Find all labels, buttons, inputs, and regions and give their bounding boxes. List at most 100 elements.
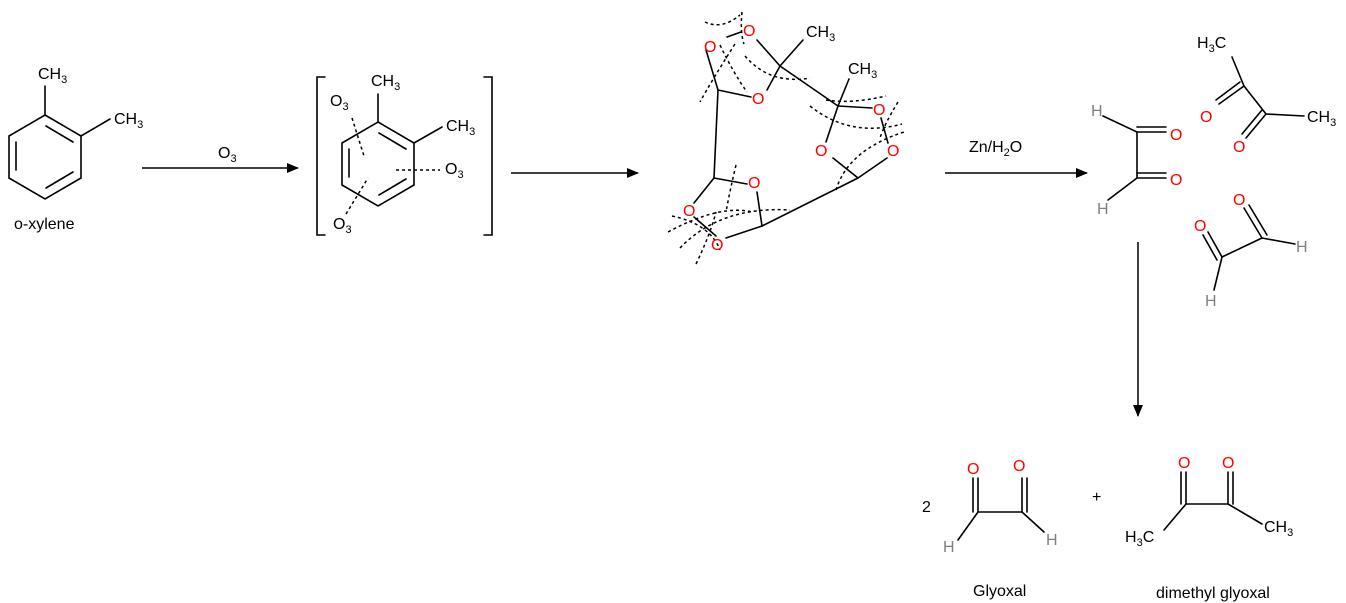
glyoxal-structure: O O H H xyxy=(943,458,1058,556)
bond xyxy=(1227,503,1263,525)
hydrogen-atom: H xyxy=(1205,293,1217,310)
cleavage-line xyxy=(809,105,903,129)
cleavage-line xyxy=(825,95,887,103)
ozonide-bond xyxy=(832,157,859,179)
fragment-glyoxal-1: H O O H xyxy=(1091,103,1182,218)
ozonide-bond xyxy=(717,89,752,98)
bracket-right xyxy=(483,76,493,236)
arrow-step-1: O3 xyxy=(142,145,299,173)
methyl-label: CH3 xyxy=(806,24,835,44)
ozonide-bond xyxy=(713,177,748,185)
hydrogen-atom: H xyxy=(1091,103,1103,120)
bond xyxy=(1243,207,1263,239)
glyoxal-name: Glyoxal xyxy=(973,583,1026,600)
oxygen-atom: O xyxy=(1222,455,1234,472)
ozonide-bond xyxy=(857,157,888,179)
ozonide-bond xyxy=(837,105,873,109)
bond xyxy=(957,511,979,541)
oxygen-atom: O xyxy=(887,143,899,160)
hydrogen-atom: H xyxy=(1296,239,1308,256)
inner-double-bond xyxy=(45,125,74,143)
oxygen-atom: O xyxy=(752,91,764,108)
methyl-label: CH3 xyxy=(371,73,400,93)
bond xyxy=(1163,503,1187,531)
ozonide-bond xyxy=(779,65,839,107)
ozonide-bond xyxy=(825,105,839,143)
oxygen-atom: O xyxy=(743,23,755,40)
complex-ring xyxy=(341,121,415,207)
oxygen-atom: O xyxy=(967,461,979,478)
dimethyl-glyoxal-name: dimethyl glyoxal xyxy=(1156,585,1270,602)
ozone-label: O3 xyxy=(445,161,464,181)
cleavage-line xyxy=(695,211,717,265)
oxygen-atom: O xyxy=(1200,109,1212,126)
bracket-left xyxy=(316,76,326,236)
oxygen-atom: O xyxy=(1170,172,1182,189)
reagent-zn-water: Zn/H2O xyxy=(969,139,1022,159)
bond xyxy=(1241,109,1263,135)
bond xyxy=(1261,237,1296,245)
cleavage-line xyxy=(719,44,748,93)
ozone-complex: CH3 CH3 O3 O3 O3 xyxy=(316,73,493,236)
bond xyxy=(1218,85,1245,105)
cleavage-line xyxy=(740,11,745,45)
cleavage-line xyxy=(667,209,753,233)
ozonide-bond xyxy=(766,65,781,91)
hydrogen-atom: H xyxy=(943,539,955,556)
hydrogen-atom: H xyxy=(1097,201,1109,218)
o-xylene-name: o-xylene xyxy=(14,216,75,233)
bond xyxy=(1215,81,1241,101)
oxygen-atom: O xyxy=(1178,455,1190,472)
oxygen-atom: O xyxy=(1233,192,1245,209)
bond xyxy=(1102,115,1138,133)
ozonide-bond xyxy=(705,49,719,91)
methyl-label: CH3 xyxy=(848,61,877,81)
oxygen-atom: O xyxy=(815,143,827,160)
methyl-label-1: CH3 xyxy=(38,66,67,86)
ozone-interaction xyxy=(345,177,369,215)
hydrogen-atom: H xyxy=(1046,532,1058,549)
bond xyxy=(1245,113,1267,139)
methyl-label: CH3 xyxy=(1264,519,1293,539)
bond xyxy=(1248,204,1268,236)
methyl-bond xyxy=(413,126,443,144)
ozone-interaction xyxy=(351,117,365,157)
cleavage-line xyxy=(725,164,737,213)
cleavage-line xyxy=(699,43,736,103)
glyoxal-coefficient: 2 xyxy=(922,499,931,516)
oxygen-atom: O xyxy=(1170,127,1182,144)
bond xyxy=(1221,237,1263,258)
ozonide-bond xyxy=(693,216,717,237)
benzene-ring xyxy=(8,114,82,200)
plus-sign: + xyxy=(1092,489,1101,506)
oxygen-atom: O xyxy=(704,39,716,56)
bond xyxy=(1231,56,1245,87)
oxygen-atom: O xyxy=(748,175,760,192)
methyl-label: H3C xyxy=(1197,35,1226,55)
methyl-label-2: CH3 xyxy=(114,111,143,131)
cleavage-line xyxy=(679,208,791,249)
ozone-label: O3 xyxy=(333,216,352,236)
fragment-glyoxal-2: O O H H xyxy=(1194,192,1308,310)
cleavage-line xyxy=(879,101,899,139)
methyl-label: H3C xyxy=(1125,529,1154,549)
ozonide-bond xyxy=(761,177,859,227)
methyl-label: CH3 xyxy=(1307,109,1336,129)
ozonide-bond xyxy=(779,39,804,67)
arrow-step-3: Zn/H2O xyxy=(945,139,1088,178)
o-xylene-structure: CH3 CH3 o-xylene xyxy=(8,66,143,233)
dimethyl-glyoxal-structure: O O H3C CH3 xyxy=(1125,455,1293,549)
ozonide-bond xyxy=(756,39,781,67)
ozonide-bond xyxy=(756,191,763,227)
triozonide-structure: O O O O O O O O O CH3 CH3 xyxy=(667,11,905,265)
oxygen-atom: O xyxy=(873,102,885,119)
oxygen-atom: O xyxy=(1233,139,1245,156)
inner-double-bond xyxy=(378,132,407,150)
bond xyxy=(1202,234,1218,261)
oxygen-atom: O xyxy=(683,203,695,220)
oxygen-atom: O xyxy=(1194,218,1206,235)
inner-double-bond xyxy=(378,178,407,196)
methyl-bond xyxy=(80,118,111,137)
methyl-label: CH3 xyxy=(446,118,475,138)
